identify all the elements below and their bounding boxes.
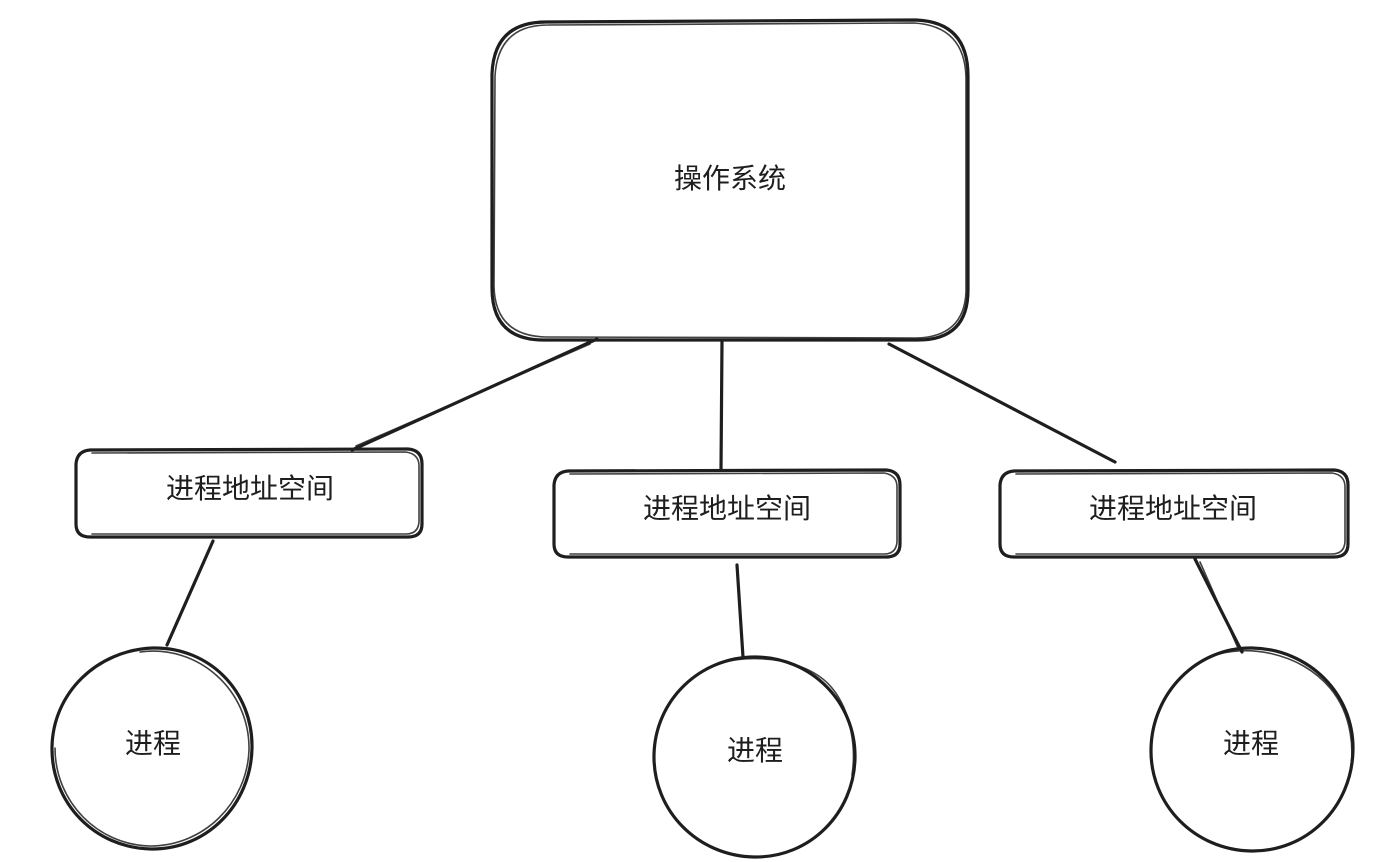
- address-space-box-1-sketch: [91, 451, 420, 535]
- address-space-label-3: 进程地址空间: [1089, 492, 1257, 525]
- address-space-box-2-sketch: [569, 472, 898, 555]
- process-node-3[interactable]: 进程: [1149, 646, 1355, 853]
- process-circle-3-sketch: [1209, 650, 1353, 781]
- os-node-box-sketch: [493, 22, 967, 339]
- connector-space-3-to-process-3-sketch: [1199, 561, 1239, 649]
- process-circle-3: [1149, 646, 1355, 853]
- process-circle-1-sketch: [54, 650, 250, 847]
- address-space-label-1: 进程地址空间: [166, 472, 334, 505]
- process-label-3: 进程: [1223, 727, 1279, 760]
- connector-os-to-space-3: [887, 342, 1117, 464]
- os-node-box: [490, 18, 970, 342]
- address-space-box-3-sketch: [1015, 472, 1346, 555]
- os-connectors: [350, 337, 1117, 472]
- process-label-1: 进程: [125, 727, 181, 760]
- address-space-box-3: [998, 468, 1350, 559]
- process-node-2[interactable]: 进程: [652, 655, 857, 859]
- connector-space-1-to-process-1: [165, 539, 215, 647]
- address-space-box-2: [552, 468, 902, 559]
- process-circle-2-sketch: [706, 657, 855, 776]
- process-connectors: [165, 539, 1244, 659]
- address-space-node-2[interactable]: 进程地址空间: [552, 468, 902, 559]
- address-space-label-2: 进程地址空间: [643, 492, 811, 525]
- process-circle-2: [652, 655, 857, 859]
- address-space-node-1[interactable]: 进程地址空间: [74, 447, 424, 539]
- connector-os-to-space-2: [719, 339, 724, 472]
- process-label-2: 进程: [727, 734, 783, 767]
- address-space-node-3[interactable]: 进程地址空间: [998, 468, 1350, 559]
- process-node-1[interactable]: 进程: [50, 646, 254, 851]
- connector-space-2-to-process-2: [735, 563, 745, 659]
- address-space-box-1: [74, 447, 424, 539]
- os-node-label: 操作系统: [674, 162, 786, 195]
- process-circle-1: [50, 646, 254, 851]
- os-node[interactable]: 操作系统: [490, 18, 970, 342]
- connector-os-to-space-1-sketch: [355, 343, 591, 447]
